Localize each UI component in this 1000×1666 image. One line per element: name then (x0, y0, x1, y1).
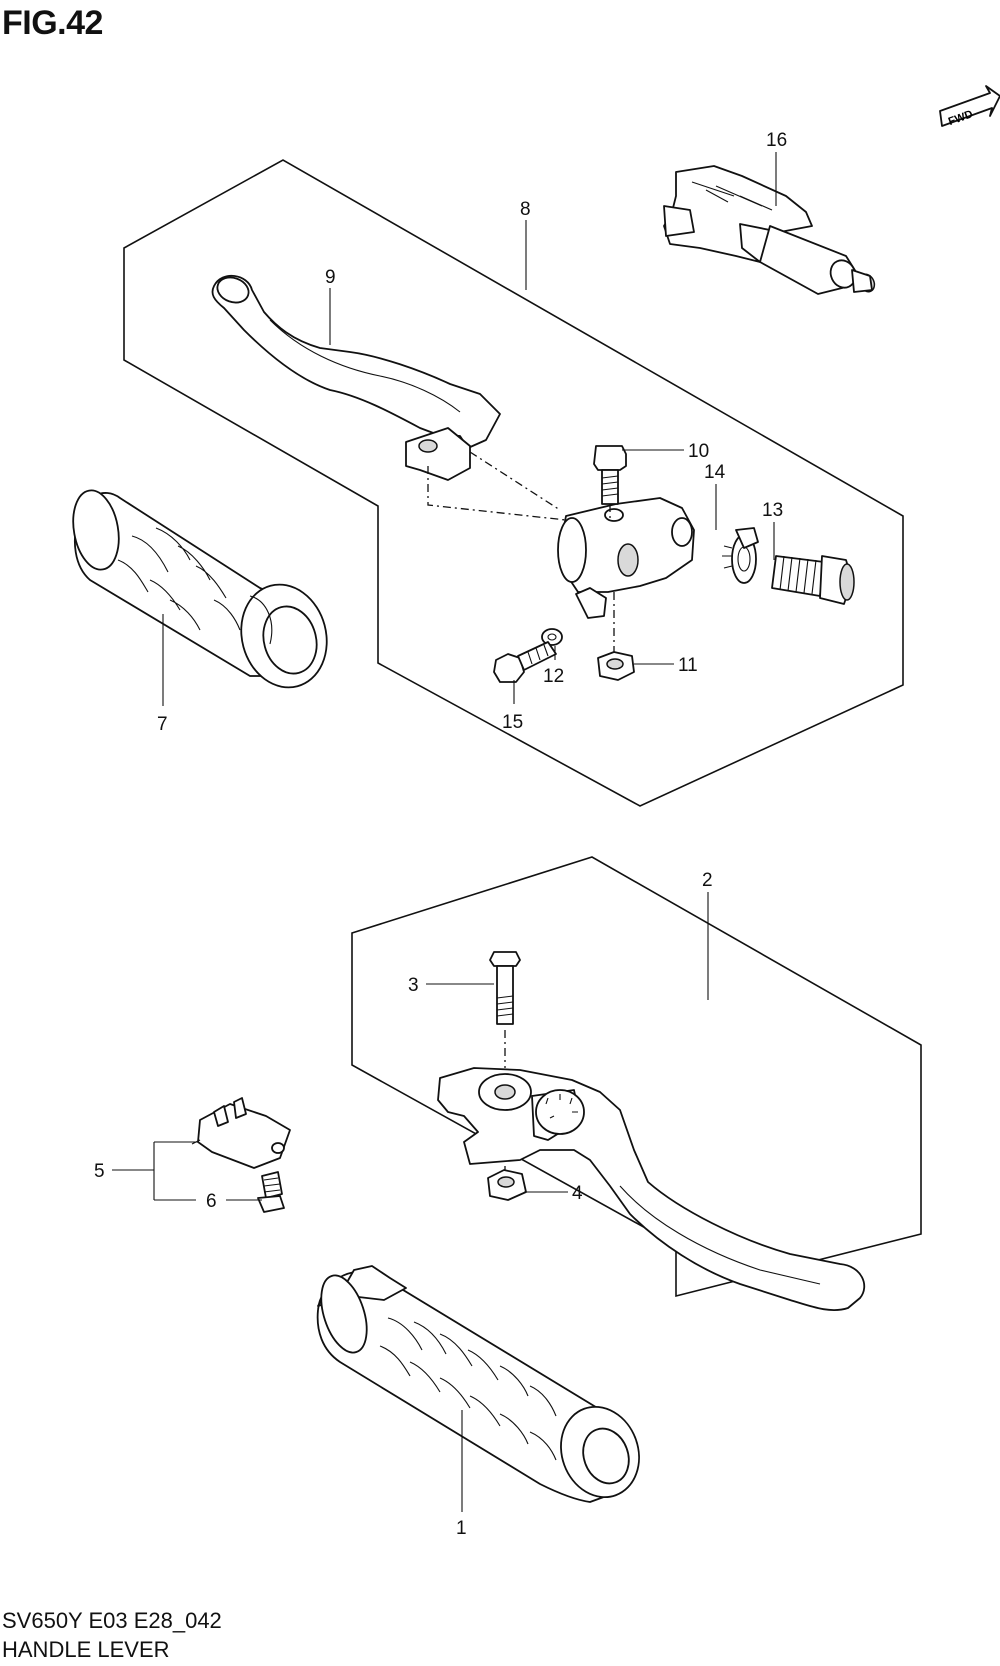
lever-guard-part-16 (663, 165, 876, 295)
adjuster-dial (531, 1089, 585, 1141)
callout-7: 7 (157, 714, 168, 735)
diagram-code: SV650Y E03 E28_042 (2, 1608, 222, 1633)
spring-part-14 (722, 527, 759, 584)
callout-9: 9 (325, 267, 336, 288)
callout-6: 6 (206, 1191, 217, 1212)
alignment-line-upper (427, 466, 567, 521)
clutch-perch-housing (557, 497, 695, 619)
fwd-arrow-icon: FWD (939, 85, 1000, 128)
pivot-bolt-part-3 (489, 951, 521, 1025)
diagram-name: HANDLE LEVER (2, 1637, 170, 1662)
washer-hole (547, 633, 557, 641)
throttle-grip-part-1 (316, 1265, 640, 1503)
brake-switch-part-5 (191, 1097, 291, 1169)
nut-part-11 (597, 651, 635, 681)
callout-4: 4 (572, 1183, 583, 1204)
callout-1: 1 (456, 1518, 467, 1539)
callout-12: 12 (543, 666, 564, 687)
callout-16: 16 (766, 130, 787, 151)
leader-lines (112, 152, 777, 1512)
screw-part-6 (257, 1171, 285, 1213)
alignment-line-pivot (469, 451, 561, 511)
callout-2: 2 (702, 870, 713, 891)
callout-5: 5 (94, 1161, 105, 1182)
nut-part-4 (487, 1169, 527, 1201)
clutch-lever-kit-box (123, 159, 904, 807)
brake-lever-kit-box (351, 856, 922, 1298)
pivot-bolt-part-10 (593, 445, 627, 505)
left-grip-part-7 (72, 489, 328, 689)
callout-8: 8 (520, 199, 531, 220)
figure-title: FIG.42 (2, 4, 103, 42)
callout-13: 13 (762, 500, 783, 521)
callout-15: 15 (502, 712, 523, 733)
bolt-part-15 (493, 641, 557, 683)
callout-14: 14 (704, 462, 726, 483)
adjuster-bolt-part-13 (771, 555, 855, 605)
callout-11: 11 (678, 655, 698, 676)
callout-3: 3 (408, 975, 419, 996)
washer-part-12 (541, 628, 563, 646)
callout-10: 10 (688, 441, 709, 462)
clutch-lever-part-9 (211, 275, 501, 449)
lever-mount-block (405, 427, 471, 481)
